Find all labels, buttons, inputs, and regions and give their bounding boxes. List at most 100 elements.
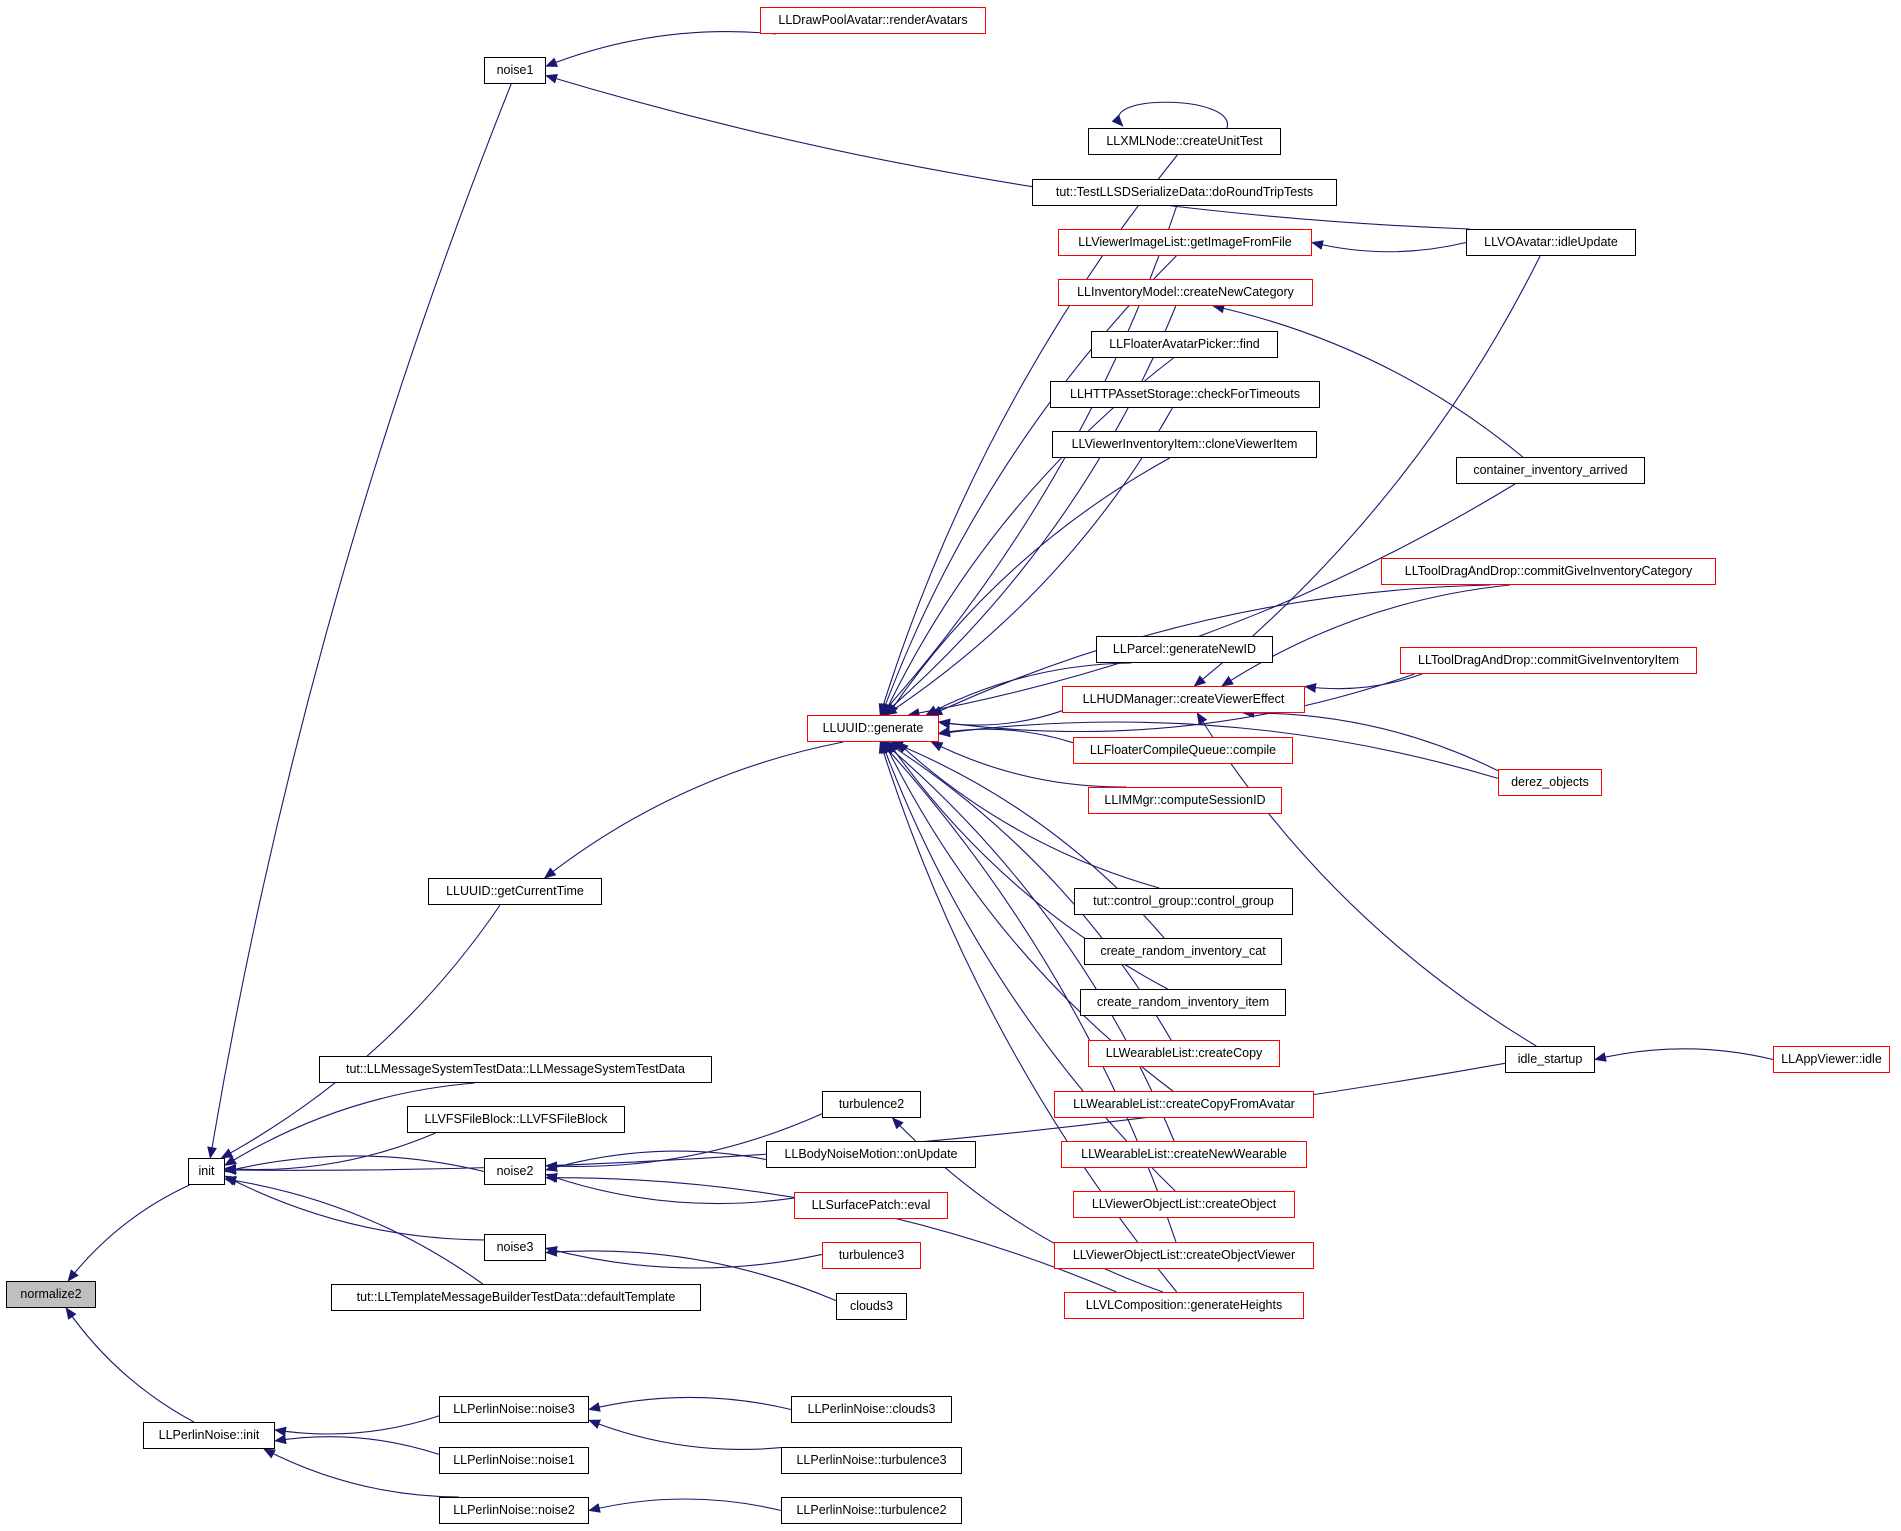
node-random-inv-item[interactable]: create_random_inventory_item: [1080, 989, 1286, 1016]
node-turbulence3[interactable]: turbulence3: [822, 1242, 921, 1269]
edge-pnClouds3-to-pnNoise3: [588, 1396, 792, 1412]
node-generate-heights[interactable]: LLVLComposition::generateHeights: [1064, 1292, 1304, 1319]
node-pn-noise1[interactable]: LLPerlinNoise::noise1: [439, 1447, 589, 1474]
node-commit-give-inv-cat[interactable]: LLToolDragAndDrop::commitGiveInventoryCa…: [1381, 558, 1716, 585]
edge-derezObjects-to-generate: [938, 721, 1499, 779]
node-derez-objects[interactable]: derez_objects: [1498, 769, 1602, 796]
node-perlin-init[interactable]: LLPerlinNoise::init: [143, 1422, 275, 1449]
edge-voIdleUpdate-to-noise1: [545, 73, 1470, 230]
edge-pnTurbulence3-to-pnNoise3: [588, 1419, 782, 1451]
edge-vfsFileBlock-to-init: [224, 1132, 436, 1175]
node-commit-give-inv-item[interactable]: LLToolDragAndDrop::commitGiveInventoryIt…: [1400, 647, 1697, 674]
node-create-new-category[interactable]: LLInventoryModel::createNewCategory: [1058, 279, 1313, 306]
node-pn-noise3[interactable]: LLPerlinNoise::noise3: [439, 1396, 589, 1423]
node-body-noise-on-update[interactable]: LLBodyNoiseMotion::onUpdate: [766, 1141, 976, 1168]
edge-createViewerEffect-to-generate: [938, 710, 1063, 729]
node-vo-idle-update[interactable]: LLVOAvatar::idleUpdate: [1466, 229, 1636, 256]
node-noise2[interactable]: noise2: [484, 1158, 546, 1185]
edge-perlin_init-to-normalize2: [65, 1307, 195, 1423]
node-create-copy[interactable]: LLWearableList::createCopy: [1088, 1040, 1280, 1067]
node-clone-viewer-item[interactable]: LLViewerInventoryItem::cloneViewerItem: [1052, 431, 1317, 458]
edge-init-to-normalize2: [67, 1184, 190, 1282]
edge-createObject-to-generate: [880, 741, 1176, 1192]
edge-compile-to-generate: [938, 726, 1074, 744]
node-generate-new-i-d[interactable]: LLParcel::generateNewID: [1096, 636, 1273, 663]
edge-containerInvArrived-to-createNewCategory: [1212, 303, 1524, 458]
edge-msgSysTestData-to-init: [224, 1082, 475, 1166]
edge-commitGiveInvItem-to-generate: [938, 673, 1415, 733]
node-noise1[interactable]: noise1: [484, 57, 546, 84]
edge-noise2-to-init: [224, 1155, 485, 1174]
edge-pnNoise2-to-perlin_init: [263, 1448, 460, 1498]
node-do-round-trip[interactable]: tut::TestLLSDSerializeData::doRoundTripT…: [1032, 179, 1337, 206]
edge-pnTurbulence2-to-pnNoise2: [588, 1498, 782, 1513]
edge-getImageFromFile-to-generate: [880, 255, 1177, 716]
edge-pnNoise3-to-perlin_init: [274, 1415, 440, 1437]
node-normalize2: normalize2: [6, 1281, 96, 1308]
edge-commitGiveInvItem-to-createViewerEffect: [1304, 673, 1423, 693]
node-noise3[interactable]: noise3: [484, 1234, 546, 1261]
edge-commitGiveInvCat-to-createViewerEffect: [1221, 584, 1511, 687]
edge-turbulence2-to-noise2: [545, 1113, 823, 1172]
node-get-current-time[interactable]: LLUUID::getCurrentTime: [428, 878, 602, 905]
node-random-inv-cat[interactable]: create_random_inventory_cat: [1084, 938, 1282, 965]
edge-bodyNoiseOnUpdate-to-noise2: [545, 1150, 767, 1172]
edge-cloneViewerItem-to-generate: [887, 457, 1170, 716]
node-pn-noise2[interactable]: LLPerlinNoise::noise2: [439, 1497, 589, 1524]
edge-surfaceEval-to-noise2: [545, 1173, 795, 1205]
node-container-inv-arrived[interactable]: container_inventory_arrived: [1456, 457, 1645, 484]
node-pn-turbulence2[interactable]: LLPerlinNoise::turbulence2: [781, 1497, 962, 1524]
edge-appViewerIdle-to-idleStartup: [1594, 1048, 1774, 1062]
node-surface-eval[interactable]: LLSurfacePatch::eval: [794, 1192, 948, 1219]
node-create-object-viewer[interactable]: LLViewerObjectList::createObjectViewer: [1054, 1242, 1314, 1269]
node-clouds3[interactable]: clouds3: [836, 1293, 907, 1320]
node-create-unit-test[interactable]: LLXMLNode::createUnitTest: [1088, 128, 1281, 155]
node-init[interactable]: init: [188, 1158, 225, 1185]
edge-clouds3-to-noise3: [545, 1246, 837, 1302]
node-idle-startup[interactable]: idle_startup: [1505, 1046, 1595, 1073]
edge-generate-to-getCurrentTime: [543, 741, 844, 879]
node-create-object[interactable]: LLViewerObjectList::createObject: [1073, 1191, 1295, 1218]
edge-containerInvArrived-to-generate: [907, 483, 1516, 718]
edge-commitGiveInvCat-to-generate: [930, 584, 1491, 716]
edge-createNewWearable-to-generate: [882, 741, 1175, 1142]
node-msg-sys-test-data[interactable]: tut::LLMessageSystemTestData::LLMessageS…: [319, 1056, 712, 1083]
node-default-template[interactable]: tut::LLTemplateMessageBuilderTestData::d…: [331, 1284, 701, 1311]
edge-getCurrentTime-to-init: [220, 904, 501, 1159]
edge-createUnitTest-to-generate: [878, 154, 1178, 716]
edge-generateHeights-to-generate: [878, 741, 1178, 1293]
edge-createUnitTest-to-createUnitTest: [1111, 101, 1228, 129]
node-compute-session-i-d[interactable]: LLIMMgr::computeSessionID: [1088, 787, 1282, 814]
node-avatar-picker-find[interactable]: LLFloaterAvatarPicker::find: [1091, 331, 1278, 358]
edge-generateNewID-to-generate: [925, 662, 1132, 716]
node-vfs-file-block[interactable]: LLVFSFileBlock::LLVFSFileBlock: [407, 1106, 625, 1133]
node-generate[interactable]: LLUUID::generate: [807, 715, 939, 742]
edge-controlGroup-to-generate: [896, 741, 1160, 889]
node-app-viewer-idle[interactable]: LLAppViewer::idle: [1773, 1046, 1890, 1073]
node-pn-clouds3[interactable]: LLPerlinNoise::clouds3: [791, 1396, 952, 1423]
node-check-for-timeouts[interactable]: LLHTTPAssetStorage::checkForTimeouts: [1050, 381, 1320, 408]
edge-voIdleUpdate-to-getImageFromFile: [1311, 240, 1467, 253]
edge-pnNoise1-to-perlin_init: [274, 1434, 440, 1455]
edge-createNewCategory-to-generate: [881, 305, 1177, 716]
edge-turbulence3-to-noise3: [545, 1246, 823, 1269]
node-compile[interactable]: LLFloaterCompileQueue::compile: [1073, 737, 1293, 764]
edge-idleStartup-to-createViewerEffect: [1196, 712, 1537, 1047]
node-create-viewer-effect[interactable]: LLHUDManager::createViewerEffect: [1062, 686, 1305, 713]
node-get-image-from-file[interactable]: LLViewerImageList::getImageFromFile: [1058, 229, 1312, 256]
edge-noise1-to-init: [207, 83, 512, 1159]
node-create-new-wearable[interactable]: LLWearableList::createNewWearable: [1061, 1141, 1307, 1168]
edge-defaultTemplate-to-init: [224, 1175, 484, 1285]
edge-renderAvatars-to-noise1: [545, 31, 777, 67]
edge-derezObjects-to-createViewerEffect: [1242, 707, 1499, 772]
node-turbulence2[interactable]: turbulence2: [822, 1091, 921, 1118]
edge-noise3-to-init: [224, 1175, 485, 1241]
edge-voIdleUpdate-to-createViewerEffect: [1193, 255, 1541, 687]
node-render-avatars[interactable]: LLDrawPoolAvatar::renderAvatars: [760, 7, 986, 34]
node-control-group[interactable]: tut::control_group::control_group: [1074, 888, 1293, 915]
node-create-copy-from-avatar[interactable]: LLWearableList::createCopyFromAvatar: [1054, 1091, 1314, 1118]
edge-computeSessionID-to-generate: [930, 741, 1127, 788]
node-pn-turbulence3[interactable]: LLPerlinNoise::turbulence3: [781, 1447, 962, 1474]
